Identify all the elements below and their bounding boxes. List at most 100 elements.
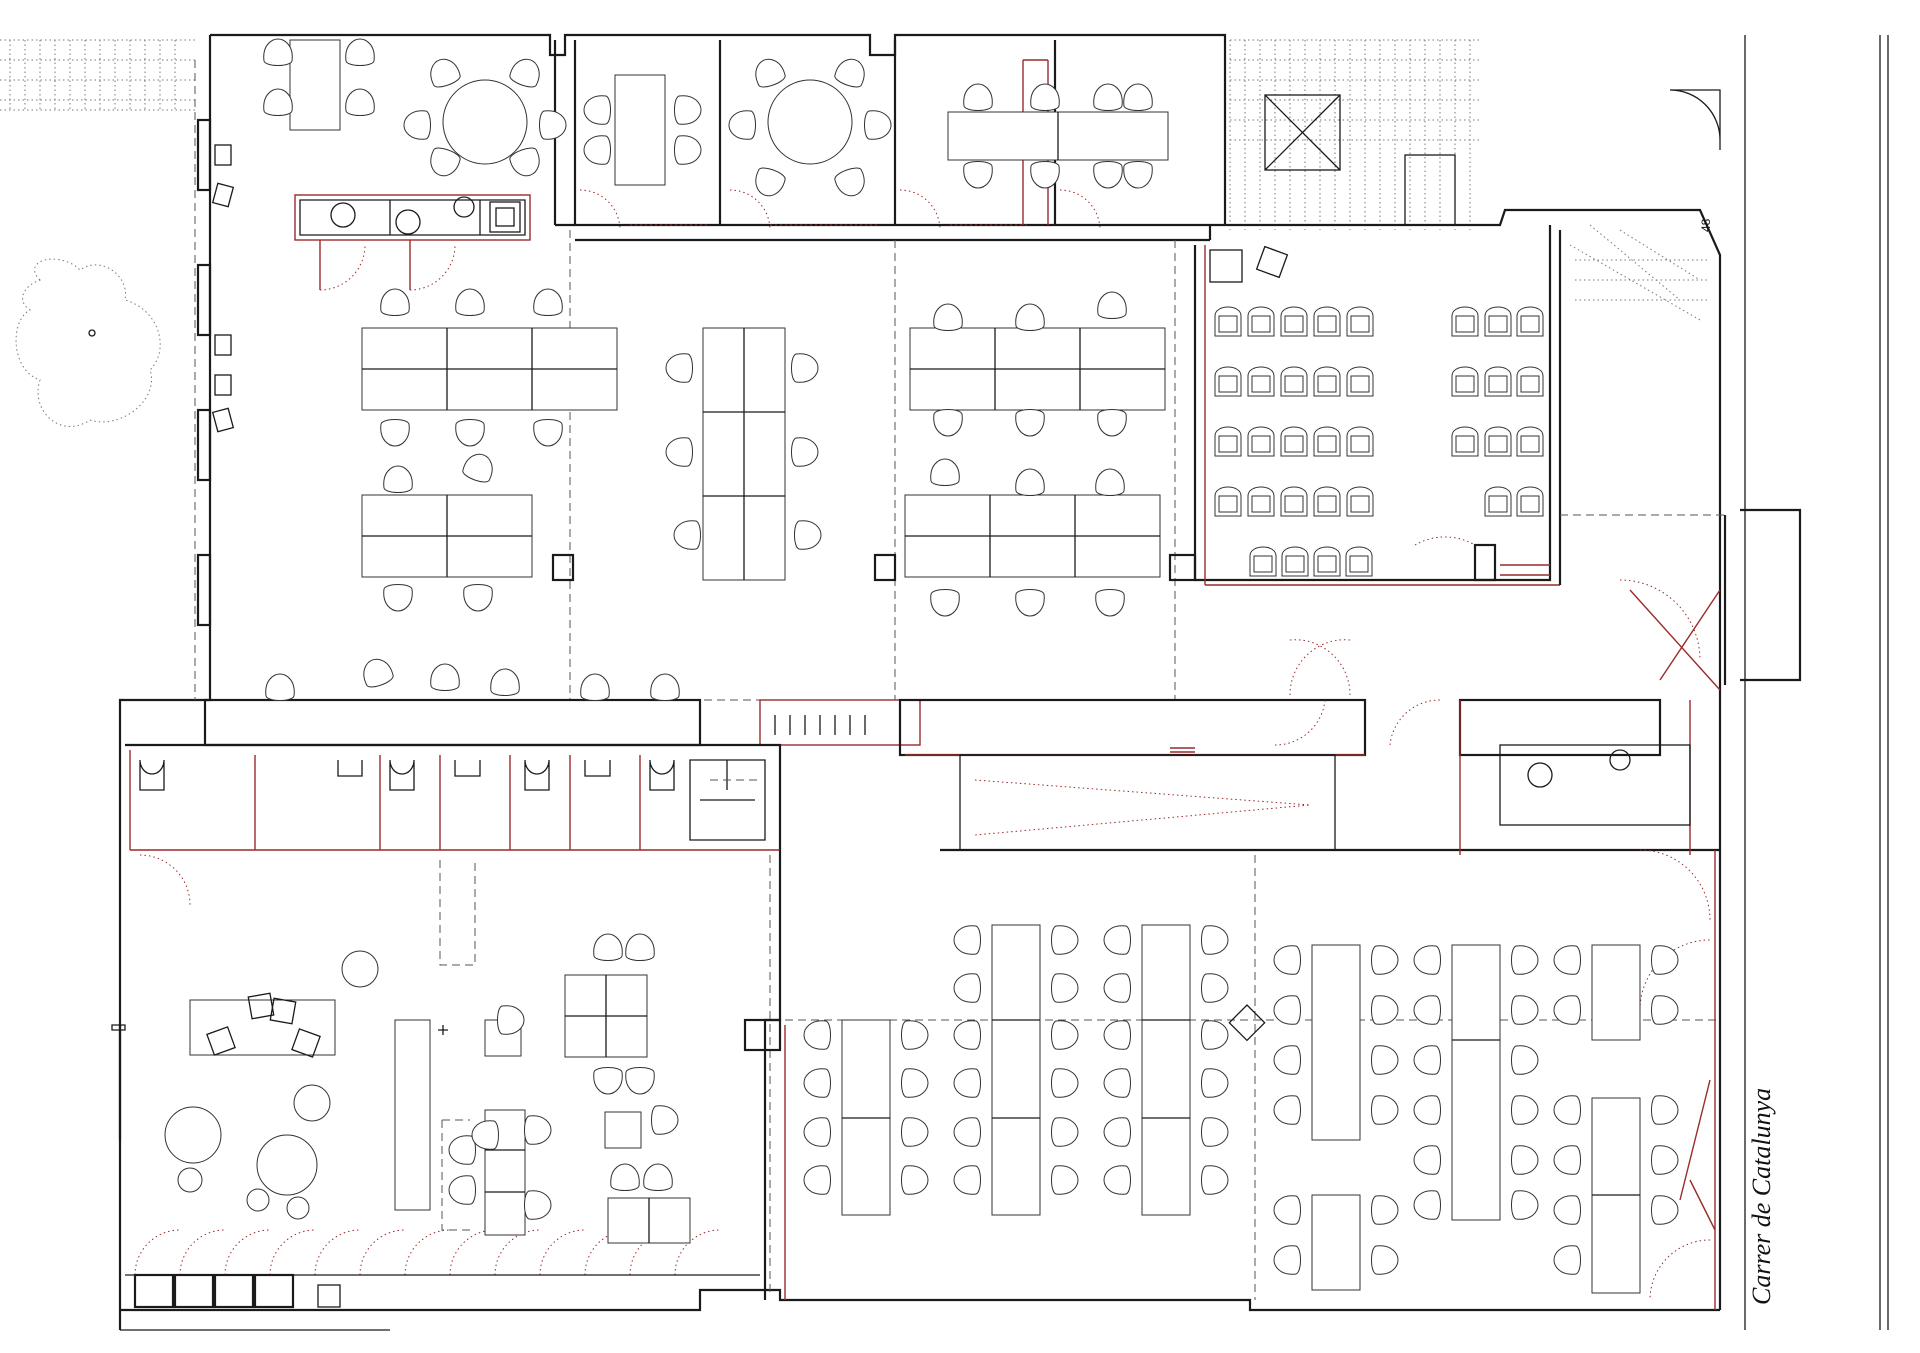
- chair: [430, 58, 461, 88]
- corridor-core: [203, 639, 1720, 855]
- lecture-seat: [1214, 486, 1242, 517]
- chair: [625, 1067, 655, 1095]
- chair: [803, 1117, 831, 1147]
- lecture-seat: [1484, 366, 1512, 397]
- lecture-seat: [1484, 306, 1512, 337]
- chair: [1553, 995, 1581, 1025]
- chair: [791, 437, 819, 467]
- chair: [1015, 589, 1045, 617]
- chair: [462, 453, 493, 483]
- chair: [1095, 589, 1125, 617]
- chair: [1371, 945, 1399, 975]
- street-label: Carrer de Catalunya: [1747, 1088, 1776, 1305]
- lecture-seat: [1281, 546, 1309, 577]
- lecture-seat: [1516, 366, 1544, 397]
- chair: [1511, 1145, 1539, 1175]
- lecture-seat: [1346, 426, 1374, 457]
- chair: [448, 1135, 476, 1165]
- chair: [1030, 161, 1060, 189]
- chair: [1051, 1020, 1079, 1050]
- chair: [380, 288, 410, 316]
- lecture-seat: [1313, 306, 1341, 337]
- chair: [1413, 1045, 1441, 1075]
- training-seats: [1214, 306, 1544, 577]
- chair: [1051, 1165, 1079, 1195]
- lecture-seat: [1313, 546, 1341, 577]
- chair: [533, 288, 563, 316]
- chair: [1553, 1245, 1581, 1275]
- chair: [1103, 925, 1131, 955]
- chair: [1093, 83, 1123, 111]
- lecture-seat: [1451, 426, 1479, 457]
- chair: [1651, 995, 1679, 1025]
- chair: [345, 38, 375, 66]
- chair: [1511, 1095, 1539, 1125]
- chair: [583, 135, 611, 165]
- chair: [448, 1175, 476, 1205]
- chair: [1413, 1145, 1441, 1175]
- toilets: [125, 743, 782, 966]
- chair: [1553, 1095, 1581, 1125]
- chair: [403, 110, 431, 140]
- chair: [1051, 973, 1079, 1003]
- lecture-seat: [1346, 366, 1374, 397]
- chair: [1651, 1095, 1679, 1125]
- chair: [643, 1163, 673, 1191]
- chair: [509, 147, 540, 177]
- chair: [953, 1117, 981, 1147]
- lecture-seat: [1516, 486, 1544, 517]
- lecture-seat: [1280, 306, 1308, 337]
- chair: [1273, 1045, 1301, 1075]
- outer-walls: [118, 33, 1722, 1331]
- chair: [593, 933, 623, 961]
- lecture-seat: [1516, 426, 1544, 457]
- lecture-seat: [1280, 486, 1308, 517]
- stair-48: 48: [1558, 218, 1713, 585]
- chair: [583, 95, 611, 125]
- chair: [674, 95, 702, 125]
- chair: [1030, 83, 1060, 111]
- chair: [1095, 468, 1125, 496]
- social-area: [111, 850, 786, 1309]
- chair: [1103, 1020, 1131, 1050]
- kitchenette: [294, 194, 531, 291]
- chair: [1201, 1068, 1229, 1098]
- training-room: [1193, 225, 1560, 586]
- chair: [1371, 1245, 1399, 1275]
- chair: [1097, 291, 1127, 319]
- chair: [524, 1190, 552, 1220]
- lecture-seat: [1214, 366, 1242, 397]
- lecture-seat: [1280, 366, 1308, 397]
- chair: [1651, 1145, 1679, 1175]
- chair: [803, 1020, 831, 1050]
- chair: [497, 1005, 525, 1035]
- lecture-seat: [1214, 426, 1242, 457]
- lecture-seat: [1451, 306, 1479, 337]
- chair: [430, 663, 460, 691]
- lecture-seat: [1247, 366, 1275, 397]
- lecture-seat: [1247, 426, 1275, 457]
- lecture-seat: [1214, 306, 1242, 337]
- chair: [665, 353, 693, 383]
- chair: [1511, 1045, 1539, 1075]
- chair: [490, 668, 520, 696]
- chair: [539, 110, 567, 140]
- lecture-seat: [1249, 546, 1277, 577]
- chair: [509, 58, 540, 88]
- chair: [1651, 1195, 1679, 1225]
- chair: [1371, 1095, 1399, 1125]
- chair: [455, 288, 485, 316]
- lecture-seat: [1313, 486, 1341, 517]
- chair: [1371, 995, 1399, 1025]
- lecture-seat: [1313, 426, 1341, 457]
- chair: [901, 1020, 929, 1050]
- chair: [1413, 1095, 1441, 1125]
- chair: [963, 161, 993, 189]
- chair: [1201, 925, 1229, 955]
- chair: [1553, 945, 1581, 975]
- chair: [953, 973, 981, 1003]
- chair: [1651, 945, 1679, 975]
- chair: [1015, 409, 1045, 437]
- chair: [471, 1120, 499, 1150]
